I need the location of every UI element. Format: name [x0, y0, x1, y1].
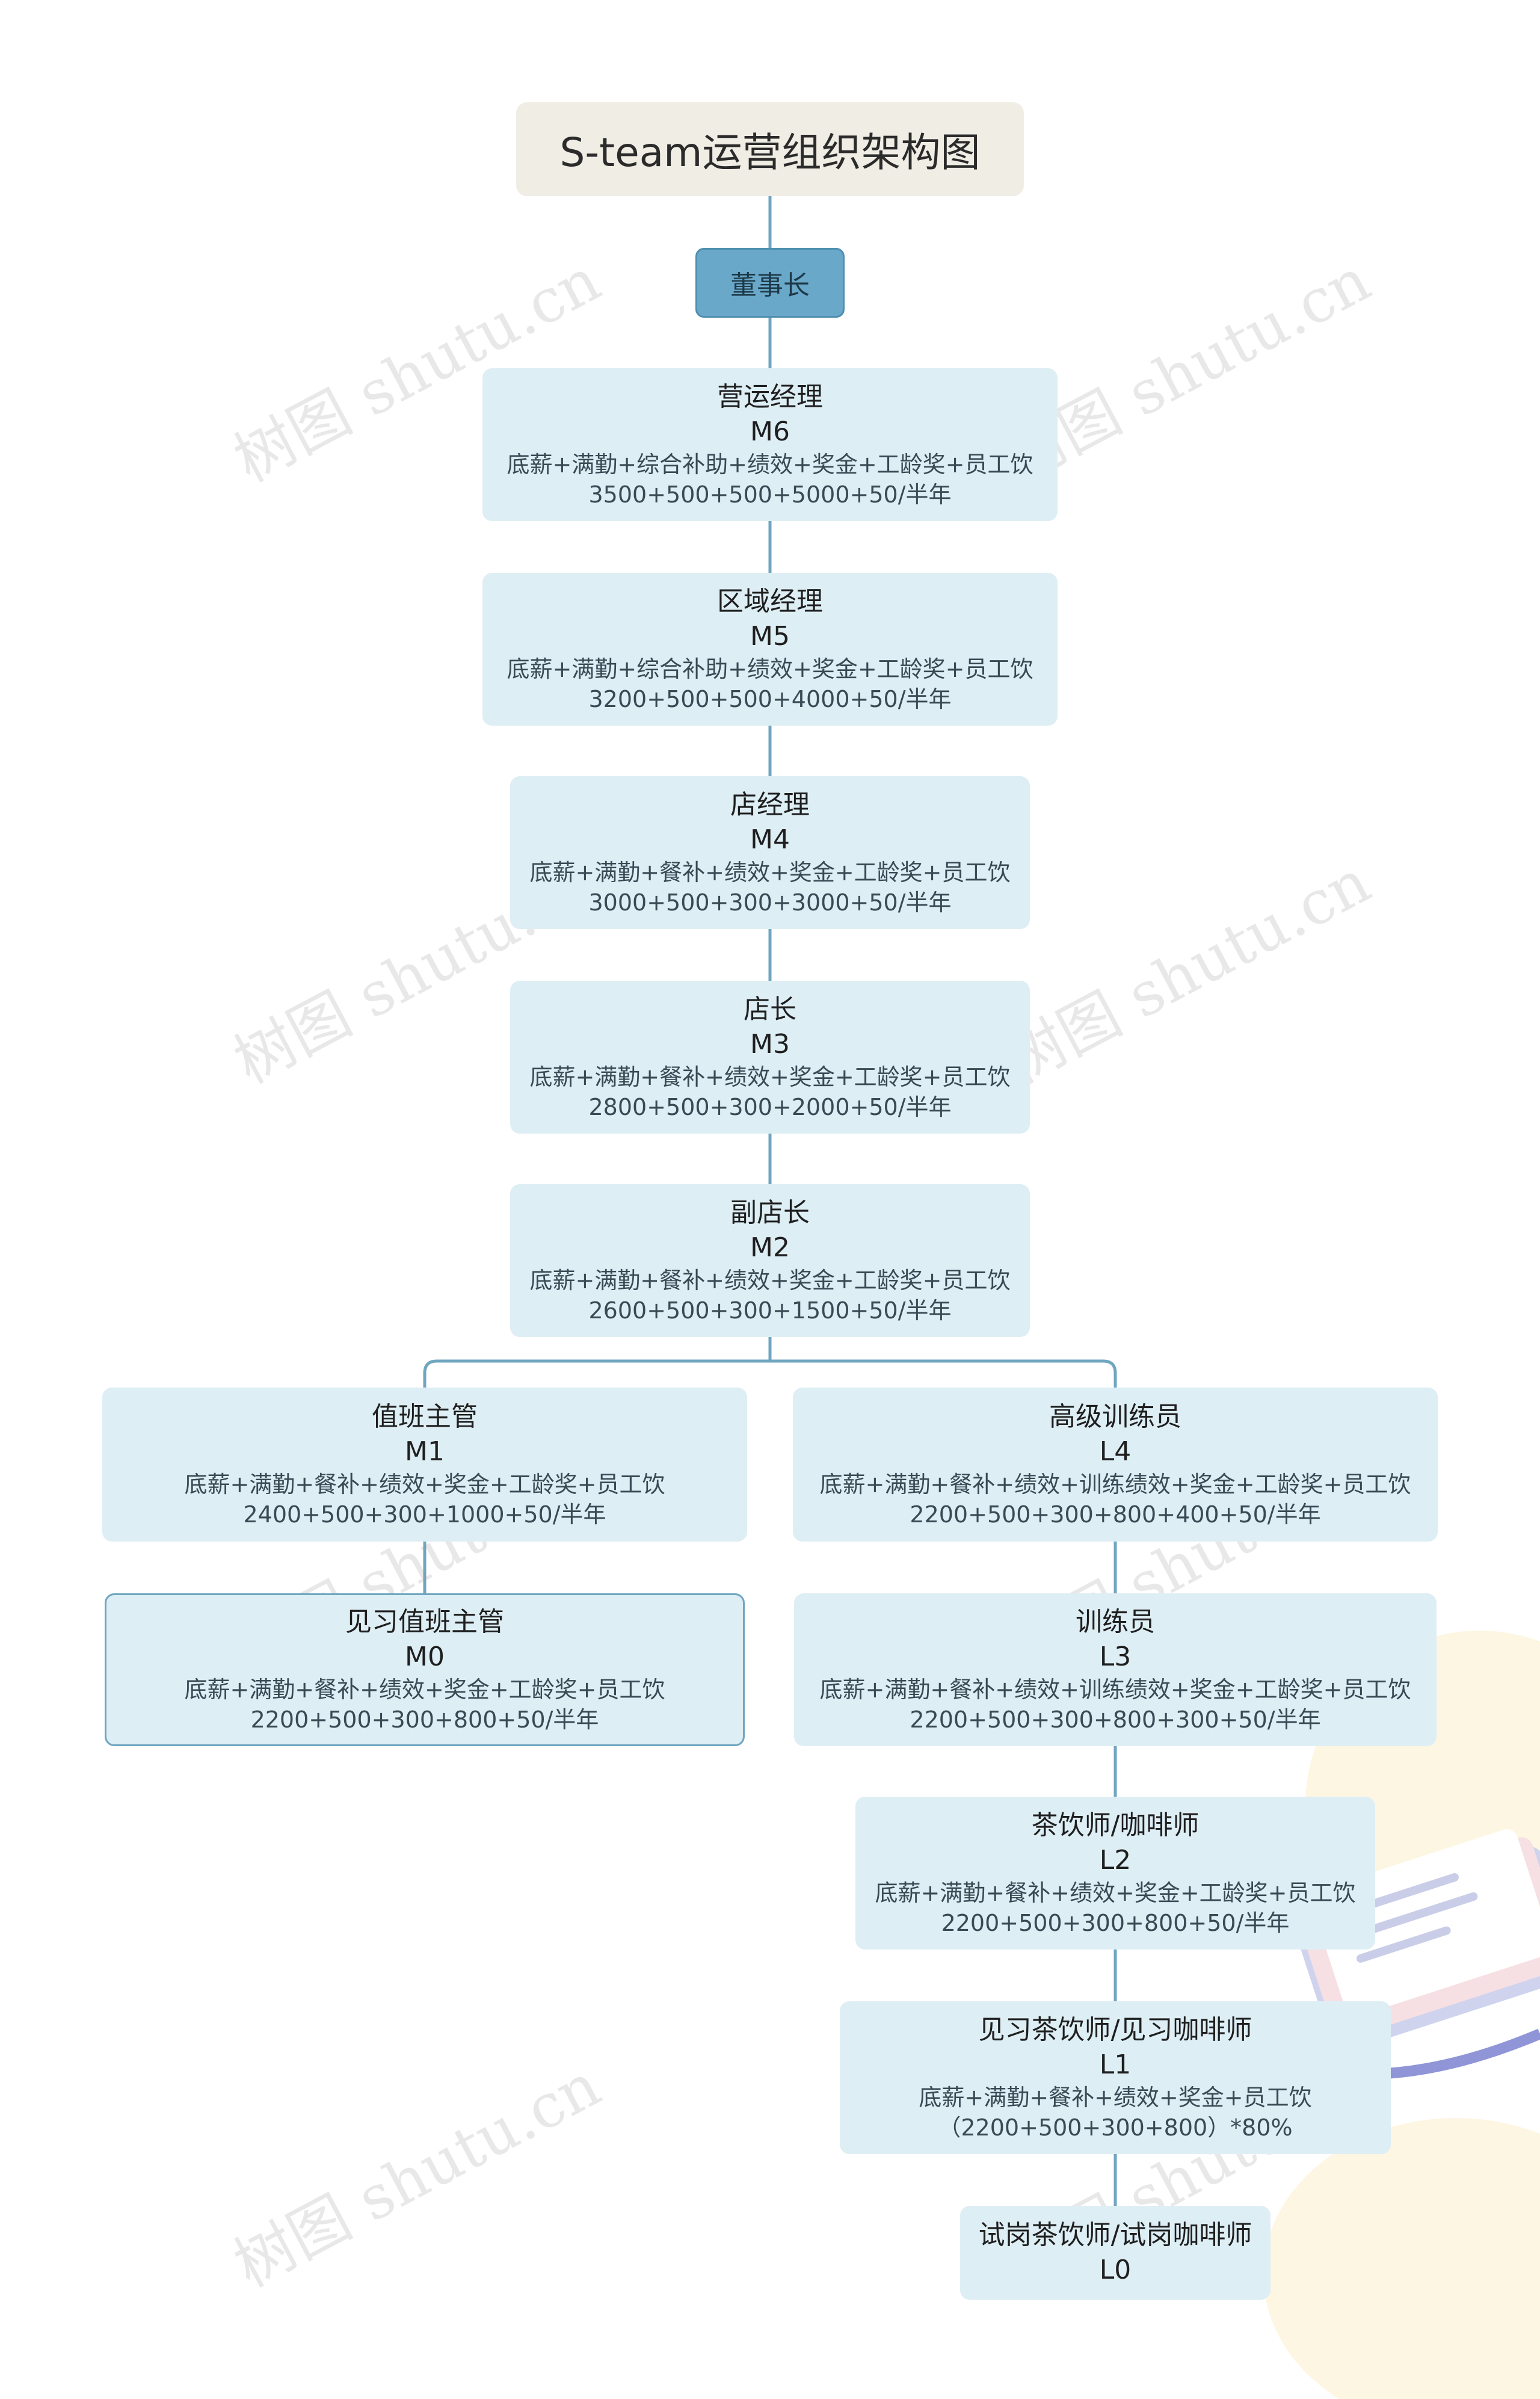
node-title: 副店长 [730, 1197, 810, 1228]
node-values: 2400+500+300+1000+50/半年 [243, 1501, 606, 1528]
node-title: 训练员 [1076, 1607, 1155, 1637]
node-values: 2200+500+300+800+300+50/半年 [910, 1706, 1321, 1733]
diagram-title[interactable]: S-team运营组织架构图 [516, 102, 1024, 196]
node-formula: 底薪+满勤+餐补+绩效+奖金+工龄奖+员工饮 [184, 1471, 665, 1498]
node-m1[interactable]: 值班主管 M1 底薪+满勤+餐补+绩效+奖金+工龄奖+员工饮 2400+500+… [102, 1388, 747, 1542]
node-title: 茶饮师/咖啡师 [1031, 1810, 1200, 1841]
node-level: M2 [750, 1232, 790, 1263]
node-l4[interactable]: 高级训练员 L4 底薪+满勤+餐补+绩效+训练绩效+奖金+工龄奖+员工饮 220… [793, 1388, 1438, 1542]
node-level: M0 [405, 1641, 445, 1672]
node-level: L2 [1099, 1845, 1132, 1876]
node-l2[interactable]: 茶饮师/咖啡师 L2 底薪+满勤+餐补+绩效+奖金+工龄奖+员工饮 2200+5… [855, 1797, 1375, 1950]
node-m6[interactable]: 营运经理 M6 底薪+满勤+综合补助+绩效+奖金+工龄奖+员工饮 3500+50… [482, 368, 1058, 521]
node-level: M5 [750, 621, 790, 652]
node-l1[interactable]: 见习茶饮师/见习咖啡师 L1 底薪+满勤+餐补+绩效+奖金+员工饮 （2200+… [840, 2001, 1391, 2154]
node-formula: 底薪+满勤+餐补+绩效+奖金+员工饮 [919, 2084, 1312, 2111]
node-formula: 底薪+满勤+综合补助+绩效+奖金+工龄奖+员工饮 [507, 656, 1033, 682]
node-values: （2200+500+300+800）*80% [938, 2114, 1293, 2141]
node-formula: 底薪+满勤+餐补+绩效+奖金+工龄奖+员工饮 [875, 1880, 1356, 1906]
node-level: L4 [1099, 1436, 1132, 1467]
node-values: 2200+500+300+800+400+50/半年 [910, 1501, 1321, 1528]
node-m2[interactable]: 副店长 M2 底薪+满勤+餐补+绩效+奖金+工龄奖+员工饮 2600+500+3… [510, 1184, 1030, 1337]
node-chairman[interactable]: 董事长 [695, 248, 845, 318]
node-level: M1 [405, 1436, 445, 1467]
node-values: 3200+500+500+4000+50/半年 [588, 686, 952, 712]
node-level: M4 [750, 824, 790, 855]
node-title: 见习值班主管 [345, 1607, 504, 1637]
node-title: 营运经理 [717, 381, 823, 412]
node-m3[interactable]: 店长 M3 底薪+满勤+餐补+绩效+奖金+工龄奖+员工饮 2800+500+30… [510, 981, 1030, 1134]
node-title: 店长 [744, 994, 796, 1025]
node-formula: 底薪+满勤+餐补+绩效+训练绩效+奖金+工龄奖+员工饮 [819, 1471, 1411, 1498]
node-values: 3500+500+500+5000+50/半年 [588, 481, 952, 508]
node-title: 试岗茶饮师/试岗咖啡师 [978, 2220, 1252, 2250]
node-values: 2600+500+300+1500+50/半年 [588, 1297, 952, 1324]
node-values: 2200+500+300+800+50/半年 [250, 1706, 599, 1733]
node-m0[interactable]: 见习值班主管 M0 底薪+满勤+餐补+绩效+奖金+工龄奖+员工饮 2200+50… [105, 1593, 745, 1746]
node-values: 3000+500+300+3000+50/半年 [588, 889, 952, 916]
node-formula: 底薪+满勤+综合补助+绩效+奖金+工龄奖+员工饮 [507, 451, 1033, 478]
node-m5[interactable]: 区域经理 M5 底薪+满勤+综合补助+绩效+奖金+工龄奖+员工饮 3200+50… [482, 573, 1058, 726]
node-level: M6 [750, 416, 790, 447]
node-title: 见习茶饮师/见习咖啡师 [978, 2015, 1252, 2045]
node-level: L1 [1099, 2049, 1132, 2080]
node-values: 2800+500+300+2000+50/半年 [588, 1094, 952, 1120]
node-formula: 底薪+满勤+餐补+绩效+奖金+工龄奖+员工饮 [529, 1267, 1011, 1294]
node-m4[interactable]: 店经理 M4 底薪+满勤+餐补+绩效+奖金+工龄奖+员工饮 3000+500+3… [510, 776, 1030, 929]
node-level: L0 [1099, 2255, 1132, 2285]
node-l3[interactable]: 训练员 L3 底薪+满勤+餐补+绩效+训练绩效+奖金+工龄奖+员工饮 2200+… [794, 1593, 1437, 1746]
node-formula: 底薪+满勤+餐补+绩效+奖金+工龄奖+员工饮 [529, 1064, 1011, 1090]
node-level: L3 [1099, 1641, 1132, 1672]
node-title: 值班主管 [372, 1401, 478, 1432]
node-title: 高级训练员 [1049, 1401, 1181, 1432]
node-formula: 底薪+满勤+餐补+绩效+奖金+工龄奖+员工饮 [184, 1676, 665, 1703]
node-title: 店经理 [730, 789, 810, 820]
node-title: 区域经理 [717, 586, 823, 617]
node-values: 2200+500+300+800+50/半年 [941, 1910, 1290, 1936]
node-level: M3 [750, 1029, 790, 1060]
node-l0[interactable]: 试岗茶饮师/试岗咖啡师 L0 [960, 2206, 1270, 2300]
node-formula: 底薪+满勤+餐补+绩效+训练绩效+奖金+工龄奖+员工饮 [819, 1676, 1411, 1703]
node-formula: 底薪+满勤+餐补+绩效+奖金+工龄奖+员工饮 [529, 859, 1011, 886]
